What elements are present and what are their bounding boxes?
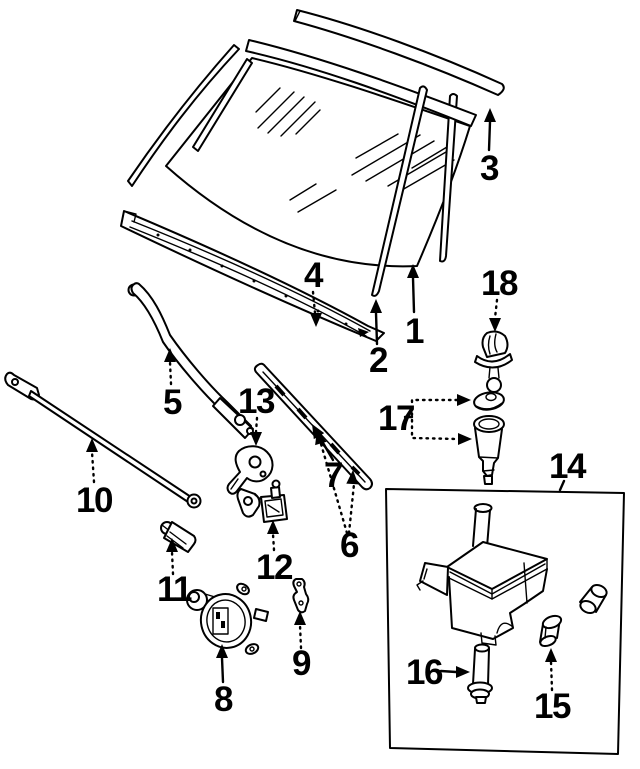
callout-label-17: 17 [378,399,414,438]
callout-10: 10 [76,438,114,520]
arrowhead [312,424,325,440]
callout-label-7: 7 [324,456,342,495]
windshield-side-molding-strip [371,85,428,297]
callout-12: 12 [256,520,294,587]
arrowhead [489,318,501,332]
callout-3: 3 [480,108,501,188]
wiper-linkage-rod [4,371,202,509]
callout-8: 8 [214,644,235,719]
arrowhead [166,538,178,552]
callout-label-12: 12 [256,548,293,587]
cowl-top-strip [120,210,385,342]
callout-label-5: 5 [163,383,182,422]
reservoir-cap [539,614,563,648]
callout-label-14: 14 [549,447,587,486]
callout-17: 17 [378,394,472,445]
arrowhead [370,299,382,313]
blade-rubber-insert [274,384,361,476]
callout-11: 11 [157,538,194,609]
callout-label-6: 6 [340,526,359,565]
callout-label-3: 3 [480,149,499,188]
arrowhead [457,394,471,406]
arrowhead [267,520,279,534]
arrowhead [310,313,322,327]
arrowhead [216,644,228,658]
arrowhead [346,470,359,485]
pivot-bracket-13 [226,445,274,495]
washer-pump-stem [467,643,493,704]
arrowhead [458,433,472,445]
callout-label-4: 4 [304,256,324,295]
arrowhead [407,264,419,278]
washer-nozzle [474,330,513,393]
callout-15: 15 [534,648,572,726]
callout-label-2: 2 [369,341,388,380]
callout-16: 16 [406,653,470,692]
clip-11 [160,521,197,553]
arrowhead [164,348,176,362]
windshield-outer-molding-upper [293,9,505,96]
callout-label-9: 9 [292,644,311,683]
callout-13: 13 [238,382,276,446]
callout-label-1: 1 [405,312,424,351]
callout-9: 9 [292,611,313,683]
arrowhead [484,108,496,122]
wiper-arm [127,282,254,439]
washer-tube-grommet [473,415,505,485]
callout-label-15: 15 [534,687,571,726]
callout-label-8: 8 [214,680,233,719]
bracket-9 [292,578,310,614]
callout-18: 18 [481,264,519,332]
callout-7: 7 [312,424,344,495]
callout-2: 2 [369,299,390,380]
arrowhead [456,666,470,678]
arrowhead [545,648,557,662]
callouts: 1 2 3 4 5 6 [76,108,588,726]
windshield-left-molding-strip [127,44,240,187]
reservoir-detail-box [385,488,625,755]
callout-label-10: 10 [76,481,113,520]
arrowhead [294,611,306,625]
cowl-rivets [156,233,348,326]
glass-reflection-hatching [255,87,455,213]
arrowhead [86,438,98,452]
callout-label-18: 18 [481,264,518,303]
reservoir-joint [579,583,608,615]
arrowhead [250,432,262,446]
windshield-inner-short-strip [192,58,253,152]
callout-4: 4 [304,256,326,327]
wiper-motor [186,582,269,655]
washer-reservoir-tank [416,503,548,646]
washer-grommet [473,391,505,411]
callout-14: 14 [549,447,588,492]
callout-label-16: 16 [406,653,443,692]
windshield-molding-right-leg [439,93,458,263]
pivot-bracket-12 [236,479,288,523]
callout-5: 5 [163,348,184,422]
callout-label-11: 11 [157,570,192,609]
callout-label-13: 13 [238,382,275,421]
callout-1: 1 [405,264,426,351]
